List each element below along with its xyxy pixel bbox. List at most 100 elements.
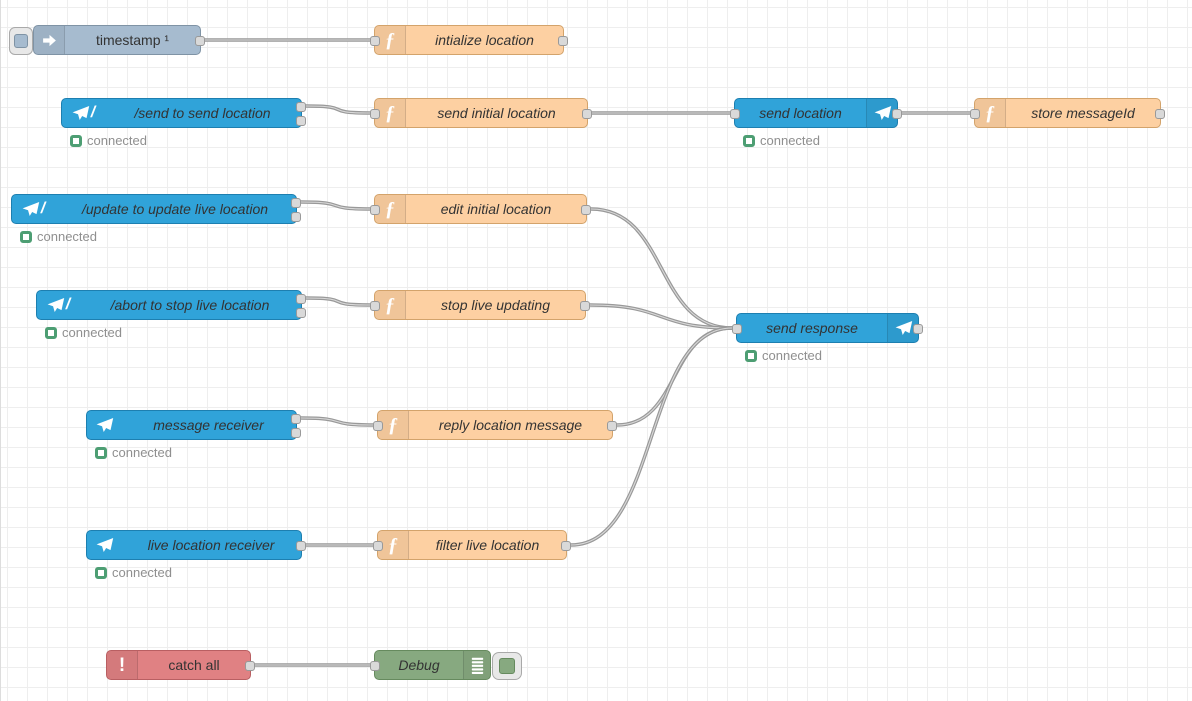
status-ring-icon: [743, 134, 755, 147]
wire[interactable]: [304, 104, 372, 115]
node-catch_all[interactable]: !catch all: [106, 650, 255, 680]
node-label: send initial location: [437, 105, 556, 121]
node-debug[interactable]: Debug: [370, 650, 522, 680]
input-port[interactable]: [370, 36, 380, 46]
node-label: send location: [759, 105, 842, 121]
node-label: store messageId: [1031, 105, 1135, 121]
output-port[interactable]: [892, 109, 902, 119]
node-tg_message_receiver[interactable]: message receiver connected: [86, 410, 301, 460]
status-text: connected: [62, 325, 122, 340]
output-port[interactable]: [296, 308, 306, 318]
output-port[interactable]: [291, 212, 301, 222]
node-label: filter live location: [435, 537, 540, 553]
wire[interactable]: [299, 416, 375, 427]
node-tg_live_receiver[interactable]: live location receiver connected: [86, 530, 306, 580]
output-port[interactable]: [561, 541, 571, 551]
telegram-command-icon: /: [62, 99, 104, 127]
telegram-plane-icon: [866, 99, 897, 127]
status-ring-icon: [45, 326, 57, 339]
function-icon: ƒ: [975, 99, 1006, 127]
telegram-plane-icon: [87, 411, 121, 439]
output-port[interactable]: [607, 421, 617, 431]
status-text: connected: [112, 445, 172, 460]
output-port[interactable]: [245, 661, 255, 671]
function-icon: ƒ: [378, 411, 409, 439]
node-tg_send_location[interactable]: send location connected: [730, 98, 902, 148]
input-port[interactable]: [370, 109, 380, 119]
node-label: stop live updating: [441, 297, 550, 313]
node-inject_timestamp[interactable]: timestamp ¹: [9, 25, 205, 55]
button-inner: [499, 658, 515, 674]
function-icon: ƒ: [375, 195, 406, 223]
output-port[interactable]: [195, 36, 205, 46]
node-label: message receiver: [153, 417, 264, 433]
node-label: timestamp ¹: [95, 32, 170, 48]
debug-list-icon: [463, 651, 490, 679]
function-icon: ƒ: [375, 99, 406, 127]
node-label: live location receiver: [147, 537, 275, 553]
node-fn_reply_location[interactable]: ƒ reply location message: [373, 410, 617, 440]
input-port[interactable]: [370, 301, 380, 311]
node-status: connected: [95, 565, 172, 580]
output-port[interactable]: [291, 428, 301, 438]
output-port[interactable]: [580, 301, 590, 311]
output-port[interactable]: [296, 294, 306, 304]
input-port[interactable]: [370, 661, 380, 671]
output-port[interactable]: [296, 102, 306, 112]
output-port[interactable]: [581, 205, 591, 215]
output-port[interactable]: [291, 414, 301, 424]
output-port[interactable]: [1155, 109, 1165, 119]
node-status: connected: [745, 348, 822, 363]
wire[interactable]: [589, 207, 734, 330]
status-ring-icon: [745, 349, 757, 362]
node-label: /send to send location: [134, 105, 271, 121]
output-port[interactable]: [582, 109, 592, 119]
button-inner: [14, 34, 28, 48]
inject-button[interactable]: [9, 27, 33, 55]
exclamation-icon: !: [107, 651, 138, 679]
debug-toggle-button[interactable]: [492, 652, 522, 680]
output-port[interactable]: [296, 541, 306, 551]
node-status: connected: [743, 133, 820, 148]
input-port[interactable]: [732, 324, 742, 334]
input-port[interactable]: [370, 205, 380, 215]
input-port[interactable]: [730, 109, 740, 119]
telegram-plane-icon: [87, 531, 121, 559]
node-label: /abort to stop live location: [110, 297, 270, 313]
node-status: connected: [45, 325, 122, 340]
wire[interactable]: [299, 200, 372, 211]
telegram-command-icon: /: [37, 291, 79, 319]
node-cmd_abort[interactable]: / /abort to stop live location connected: [36, 290, 306, 340]
output-port[interactable]: [913, 324, 923, 334]
telegram-plane-icon: [887, 314, 918, 342]
node-label: /update to update live location: [81, 201, 269, 217]
status-text: connected: [87, 133, 147, 148]
node-label: intialize location: [435, 32, 534, 48]
node-fn_edit_initial[interactable]: ƒ edit initial location: [370, 194, 591, 224]
status-text: connected: [762, 348, 822, 363]
input-port[interactable]: [373, 421, 383, 431]
wire[interactable]: [304, 296, 372, 307]
node-label: reply location message: [438, 417, 583, 433]
function-icon: ƒ: [378, 531, 409, 559]
node-status: connected: [95, 445, 172, 460]
output-port[interactable]: [296, 116, 306, 126]
node-label: edit initial location: [440, 201, 552, 217]
status-ring-icon: [20, 230, 32, 243]
input-port[interactable]: [970, 109, 980, 119]
node-label: Debug: [398, 657, 440, 673]
status-ring-icon: [70, 134, 82, 147]
node-cmd_send[interactable]: / /send to send location connected: [61, 98, 306, 148]
input-port[interactable]: [373, 541, 383, 551]
output-port[interactable]: [291, 198, 301, 208]
node-fn_send_initial[interactable]: ƒ send initial location: [370, 98, 592, 128]
status-text: connected: [37, 229, 97, 244]
output-port[interactable]: [558, 36, 568, 46]
node-fn_filter_live[interactable]: ƒ filter live location: [373, 530, 571, 560]
node-fn_store_messageid[interactable]: ƒ store messageId: [970, 98, 1165, 128]
